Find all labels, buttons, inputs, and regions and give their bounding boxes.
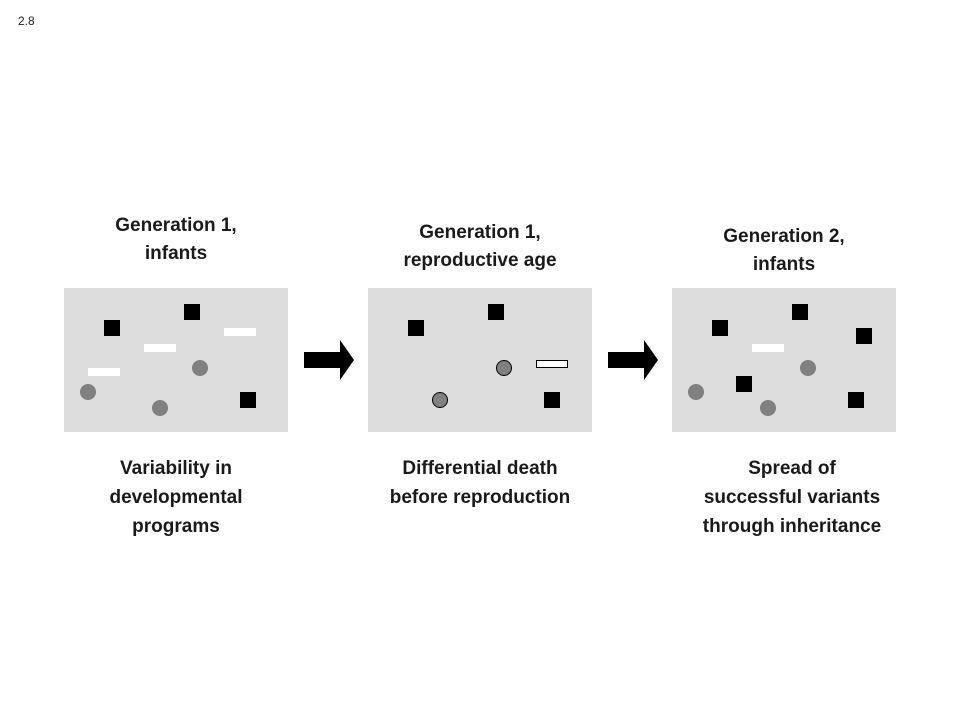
bar-individual: [88, 368, 120, 376]
square-individual: [184, 304, 200, 320]
square-individual: [544, 392, 560, 408]
square-individual: [736, 376, 752, 392]
stage-1-caption: Variability in developmental programs: [109, 458, 243, 537]
stage-3-caption: Spread of successful variants through in…: [702, 458, 882, 537]
circle-individual: [496, 360, 512, 376]
circle-individual: [688, 384, 704, 400]
bar-individual: [224, 328, 256, 336]
square-individual: [712, 320, 728, 336]
square-individual: [792, 304, 808, 320]
circle-individual: [760, 400, 776, 416]
square-individual: [104, 320, 120, 336]
square-individual: [488, 304, 504, 320]
bar-individual: [752, 344, 784, 352]
slide-number: 2.8: [18, 14, 35, 28]
circle-individual: [192, 360, 208, 376]
square-individual: [408, 320, 424, 336]
stage-3-title: Generation 2, infants: [723, 226, 845, 275]
circle-individual: [152, 400, 168, 416]
square-individual: [848, 392, 864, 408]
stage-1-population-panel: [64, 288, 288, 432]
circle-individual: [432, 392, 448, 408]
stage-2-title: Generation 1, reproductive age: [403, 222, 557, 271]
stage-3-population-panel: [672, 288, 896, 432]
stage-2-population-panel: [368, 288, 592, 432]
square-individual: [856, 328, 872, 344]
bar-individual: [536, 360, 568, 368]
circle-individual: [800, 360, 816, 376]
right-arrow-icon: [608, 340, 658, 380]
stage-2-caption: Differential death before reproduction: [389, 458, 571, 508]
right-arrow-icon: [304, 340, 354, 380]
circle-individual: [80, 384, 96, 400]
bar-individual: [144, 344, 176, 352]
stage-1-title: Generation 1, infants: [115, 215, 237, 264]
square-individual: [240, 392, 256, 408]
